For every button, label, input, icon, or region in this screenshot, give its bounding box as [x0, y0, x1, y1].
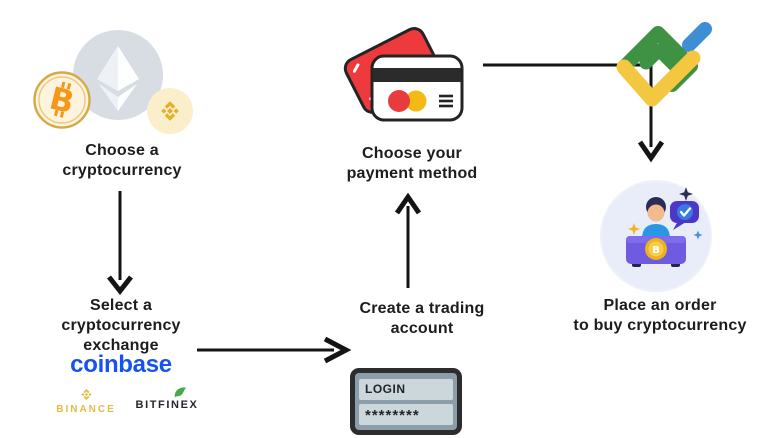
login-form-graphic: LOGIN ********: [350, 368, 462, 435]
binance-logo: BINANCE: [46, 386, 126, 415]
bitcoin-icon: B: [32, 70, 92, 130]
select-exchange-label: Select a cryptocurrency exchange: [61, 297, 181, 355]
binance-coin-icon: [147, 88, 193, 134]
liteforex-logo-icon: [616, 22, 712, 107]
bitfinex-logo-text: BITFINEX: [135, 399, 199, 411]
arrow-down-to-exchange: [107, 191, 133, 296]
trader-desk-icon: B: [600, 180, 712, 292]
password-field: ********: [359, 403, 453, 425]
credit-cards-icon: [343, 27, 464, 122]
arrow-up-to-payment: [394, 192, 422, 288]
place-order-label: Place an order to buy cryptocurrency: [573, 297, 747, 335]
choose-cryptocurrency-label: Choose a cryptocurrency: [62, 142, 182, 180]
svg-text:B: B: [652, 245, 660, 256]
coinbase-logo: coinbase: [70, 351, 172, 378]
bitfinex-logo: BITFINEX: [124, 387, 210, 411]
binance-logo-text: BINANCE: [56, 404, 116, 415]
create-account-label: Create a trading account: [359, 300, 485, 338]
choose-payment-label: Choose your payment method: [346, 145, 478, 183]
binance-logo-icon: [81, 388, 91, 401]
bitfinex-leaf-icon: [174, 387, 186, 398]
arrow-right-to-account: [197, 336, 352, 364]
login-field: LOGIN: [359, 378, 453, 400]
